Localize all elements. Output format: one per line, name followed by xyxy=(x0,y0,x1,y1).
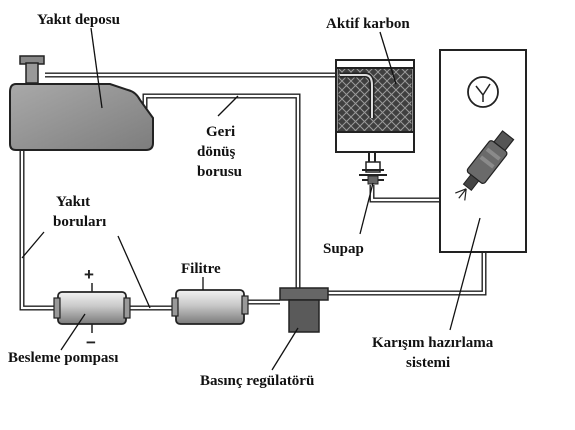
label-mixture-system-1: Karışım hazırlama xyxy=(372,335,494,351)
label-return-pipe-1: Geri xyxy=(206,124,235,140)
tank-filler-neck xyxy=(25,62,39,84)
label-feed-pump: Besleme pompası xyxy=(8,350,118,366)
pipes xyxy=(19,72,487,311)
label-mixture-system-2: sistemi xyxy=(406,355,450,371)
purge-valve xyxy=(359,152,387,185)
pressure-regulator xyxy=(279,287,329,333)
pressure-gauge-icon xyxy=(467,76,499,108)
label-return-pipe-3: borusu xyxy=(197,164,242,180)
label-fuel-lines-2: boruları xyxy=(53,214,106,230)
pump-plus-sign: + xyxy=(84,265,94,284)
labels: Yakıt deposu Aktif karbon Geri dönüş bor… xyxy=(8,12,494,389)
feed-pump: + − xyxy=(53,265,131,352)
tank-body xyxy=(9,83,154,151)
active-carbon-canister xyxy=(335,59,415,153)
fuel-injector-icon xyxy=(455,130,515,201)
label-fuel-lines-1: Yakıt xyxy=(56,194,90,210)
label-valve: Supap xyxy=(323,241,364,257)
label-filter: Filitre xyxy=(181,261,221,277)
pump-minus-sign: − xyxy=(86,333,96,352)
label-active-carbon: Aktif karbon xyxy=(326,16,410,32)
label-return-pipe-2: dönüş xyxy=(197,144,236,160)
fuel-filter xyxy=(171,289,249,325)
fuel-tank xyxy=(9,55,154,151)
label-pressure-regulator: Basınç regülatörü xyxy=(200,373,314,389)
carbon-filling xyxy=(337,67,413,133)
label-fuel-tank: Yakıt deposu xyxy=(37,12,120,28)
mixture-system-box xyxy=(439,49,527,253)
leader-lines xyxy=(21,27,481,371)
